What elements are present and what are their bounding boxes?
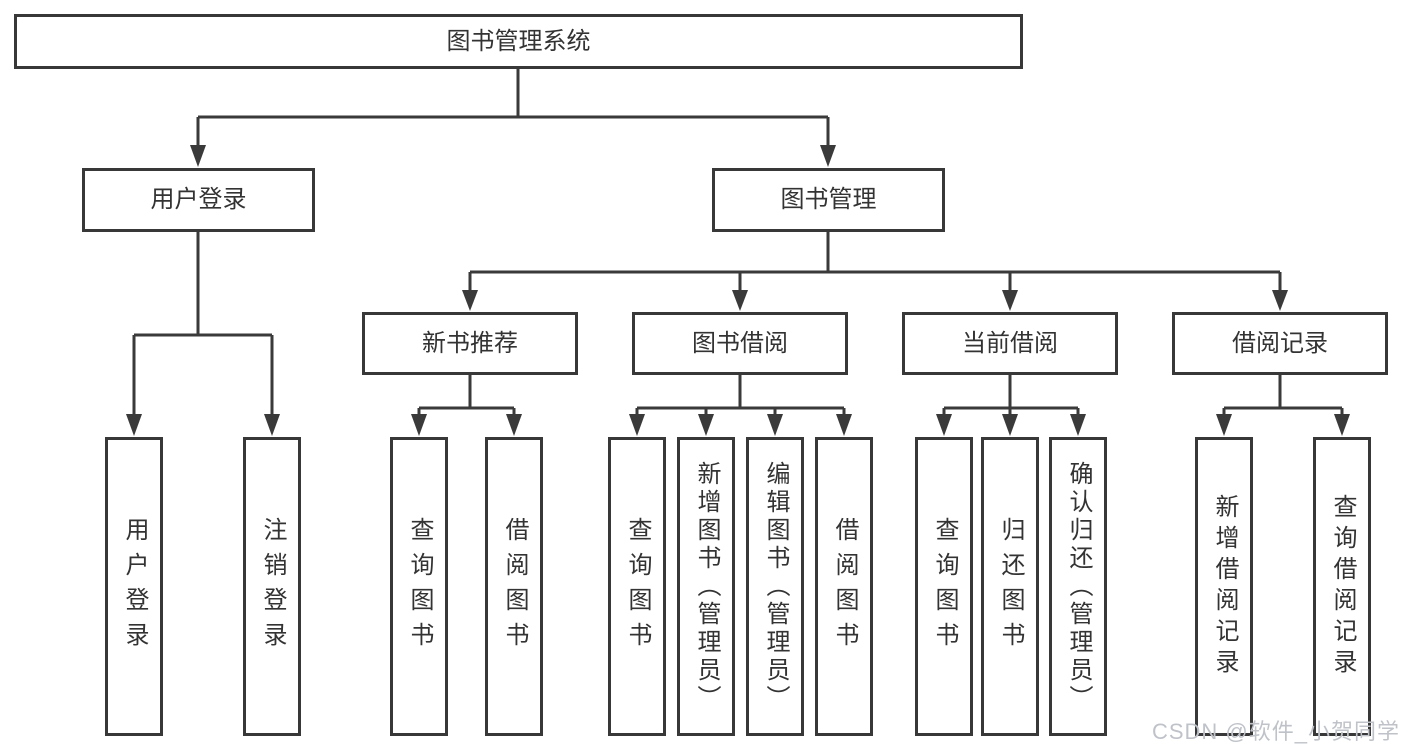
leaf-return-book: 归还图书 bbox=[981, 437, 1039, 736]
node-current-borrow-label: 当前借阅 bbox=[962, 329, 1058, 357]
node-book-borrow: 图书借阅 bbox=[632, 312, 848, 375]
leaf-edit-book-admin-label: 编辑图书（管理员） bbox=[762, 460, 789, 713]
leaf-borrow-books: 借阅图书 bbox=[815, 437, 873, 736]
leaf-query-books-recommend-label: 查询图书 bbox=[406, 516, 433, 657]
node-user-login-label: 用户登录 bbox=[150, 186, 247, 213]
leaf-add-borrow-record-label: 新增借阅记录 bbox=[1211, 493, 1238, 680]
leaf-logout: 注销登录 bbox=[243, 437, 301, 736]
connector-current-borrow-branch bbox=[936, 374, 1086, 436]
leaf-add-book-admin: 新增图书（管理员） bbox=[677, 437, 735, 736]
leaf-confirm-return-admin-label: 确认归还（管理员） bbox=[1065, 460, 1092, 713]
node-user-login: 用户登录 bbox=[82, 168, 315, 232]
leaf-return-book-label: 归还图书 bbox=[997, 516, 1024, 657]
leaf-query-books-borrow-label: 查询图书 bbox=[624, 516, 651, 657]
connector-root-branch bbox=[190, 68, 836, 167]
leaf-query-borrow-record: 查询借阅记录 bbox=[1313, 437, 1371, 736]
leaf-add-borrow-record: 新增借阅记录 bbox=[1195, 437, 1253, 736]
connector-user-login-branch bbox=[126, 232, 280, 436]
connector-new-book-branch bbox=[411, 374, 522, 436]
leaf-borrow-books-label: 借阅图书 bbox=[831, 516, 858, 657]
node-new-book-recommend: 新书推荐 bbox=[362, 312, 578, 375]
node-current-borrow: 当前借阅 bbox=[902, 312, 1118, 375]
leaf-query-books-borrow: 查询图书 bbox=[608, 437, 666, 736]
connector-book-management-branch bbox=[462, 232, 1288, 311]
node-borrow-records-label: 借阅记录 bbox=[1232, 329, 1328, 357]
leaf-borrow-books-recommend-label: 借阅图书 bbox=[501, 516, 528, 657]
node-book-borrow-label: 图书借阅 bbox=[692, 329, 788, 357]
leaf-query-books-recommend: 查询图书 bbox=[390, 437, 448, 736]
watermark: CSDN @软件_小贺同学 bbox=[1151, 719, 1400, 744]
leaf-user-login: 用户登录 bbox=[105, 437, 163, 736]
node-root-system: 图书管理系统 bbox=[14, 14, 1023, 69]
connector-book-borrow-branch bbox=[629, 374, 852, 436]
node-new-book-recommend-label: 新书推荐 bbox=[422, 329, 518, 357]
leaf-borrow-books-recommend: 借阅图书 bbox=[485, 437, 543, 736]
leaf-edit-book-admin: 编辑图书（管理员） bbox=[746, 437, 804, 736]
leaf-add-book-admin-label: 新增图书（管理员） bbox=[693, 460, 720, 713]
leaf-confirm-return-admin: 确认归还（管理员） bbox=[1049, 437, 1107, 736]
node-borrow-records: 借阅记录 bbox=[1172, 312, 1388, 375]
node-root-label: 图书管理系统 bbox=[446, 27, 591, 55]
leaf-query-books-current-label: 查询图书 bbox=[931, 516, 958, 657]
leaf-user-login-label: 用户登录 bbox=[121, 516, 148, 657]
connector-borrow-records-branch bbox=[1216, 374, 1350, 436]
leaf-query-books-current: 查询图书 bbox=[915, 437, 973, 736]
leaf-logout-label: 注销登录 bbox=[259, 516, 286, 657]
node-book-management: 图书管理 bbox=[712, 168, 945, 232]
leaf-query-borrow-record-label: 查询借阅记录 bbox=[1329, 493, 1356, 680]
node-book-management-label: 图书管理 bbox=[780, 186, 877, 213]
